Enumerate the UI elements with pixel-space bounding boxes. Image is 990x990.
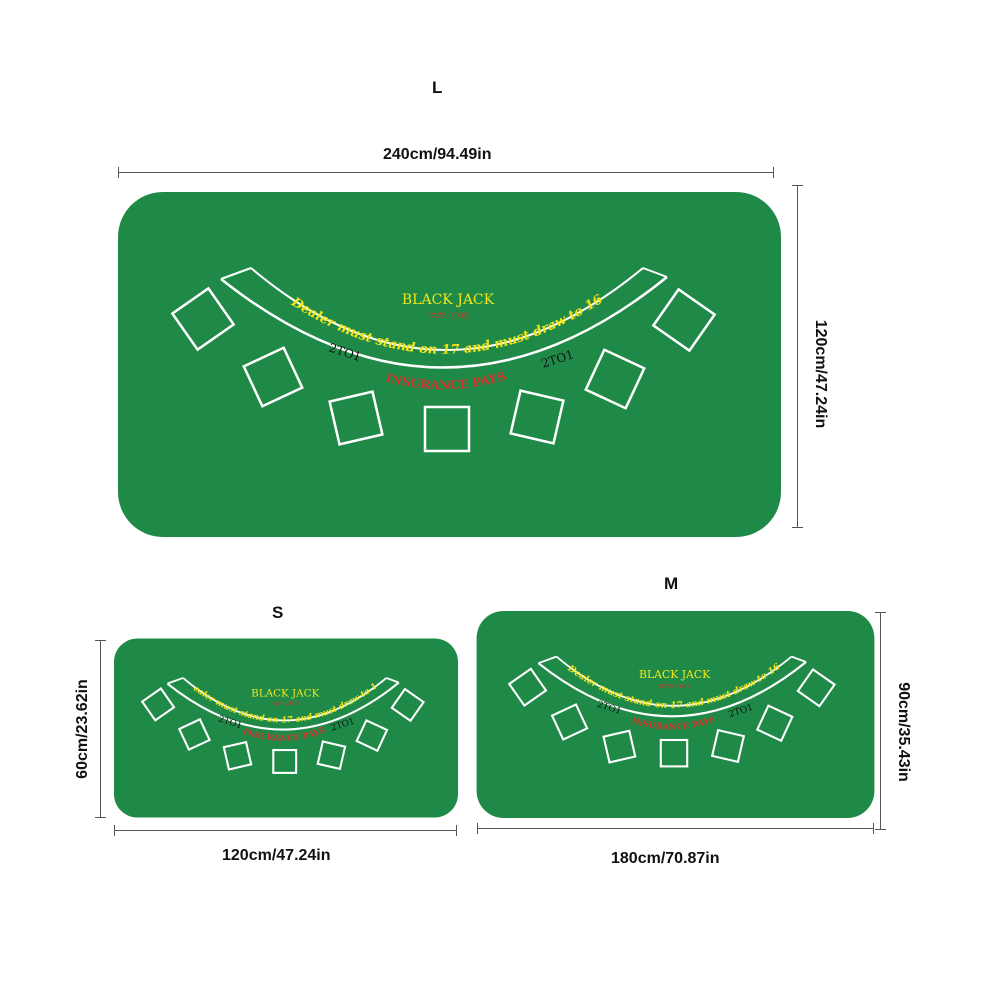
height-dimension-line-large — [797, 185, 798, 528]
width-dimension-tick-right-medium — [873, 823, 874, 834]
felt-large — [118, 192, 781, 537]
width-dimension-tick-left-medium — [477, 823, 478, 834]
arc-outer-large — [220, 276, 668, 369]
height-dimension-tick-bottom-medium — [875, 829, 886, 830]
width-dimension-tick-left-large — [118, 167, 119, 178]
height-dimension-line-medium — [880, 612, 881, 830]
height-label-large: 120cm/47.24in — [812, 319, 829, 429]
width-label-small: 120cm/47.24in — [222, 847, 331, 864]
blackjack-mat-medium: BLACK JACK PAYS 3TO2 Dealer must stand o… — [476, 611, 875, 818]
title-medium: BLACK JACK — [639, 668, 711, 681]
height-dimension-tick-bottom-large — [792, 527, 803, 528]
betting-boxes-large — [170, 286, 717, 453]
height-dimension-tick-top-large — [792, 185, 803, 186]
height-label-medium: 90cm/35.43in — [895, 682, 912, 782]
blackjack-mat-large: BLACK JACK PAYS 3TO2 Dealer must stand o… — [118, 192, 781, 537]
width-dimension-tick-left-small — [114, 825, 115, 836]
width-label-medium: 180cm/70.87in — [611, 850, 720, 867]
width-label-large: 240cm/94.49in — [383, 146, 492, 163]
size-label-small: S — [272, 603, 284, 622]
subtitle-large: PAYS 3TO2 — [428, 312, 468, 320]
width-dimension-line-large — [118, 172, 774, 173]
subtitle-medium: PAYS 3TO2 — [659, 684, 690, 690]
width-dimension-line-medium — [477, 828, 874, 829]
betting-boxes-small — [140, 687, 426, 774]
height-label-small: 60cm/23.62in — [74, 679, 91, 779]
width-dimension-line-small — [114, 830, 457, 831]
size-label-medium: M — [664, 574, 679, 593]
height-dimension-tick-top-small — [95, 640, 106, 641]
arc-inner-large — [250, 267, 644, 351]
size-label-large: L — [432, 78, 443, 97]
height-dimension-tick-top-medium — [875, 612, 886, 613]
subtitle-small: PAYS 3TO2 — [271, 701, 300, 707]
width-dimension-tick-right-small — [456, 825, 457, 836]
betting-boxes-medium — [507, 667, 837, 768]
height-dimension-tick-bottom-small — [95, 817, 106, 818]
title-large: BLACK JACK — [402, 292, 495, 308]
title-small: BLACK JACK — [251, 688, 319, 700]
height-dimension-line-small — [100, 640, 101, 818]
blackjack-mat-small: BLACK JACK PAYS 3TO2 Dealer must stand o… — [114, 638, 458, 818]
width-dimension-tick-right-large — [773, 167, 774, 178]
